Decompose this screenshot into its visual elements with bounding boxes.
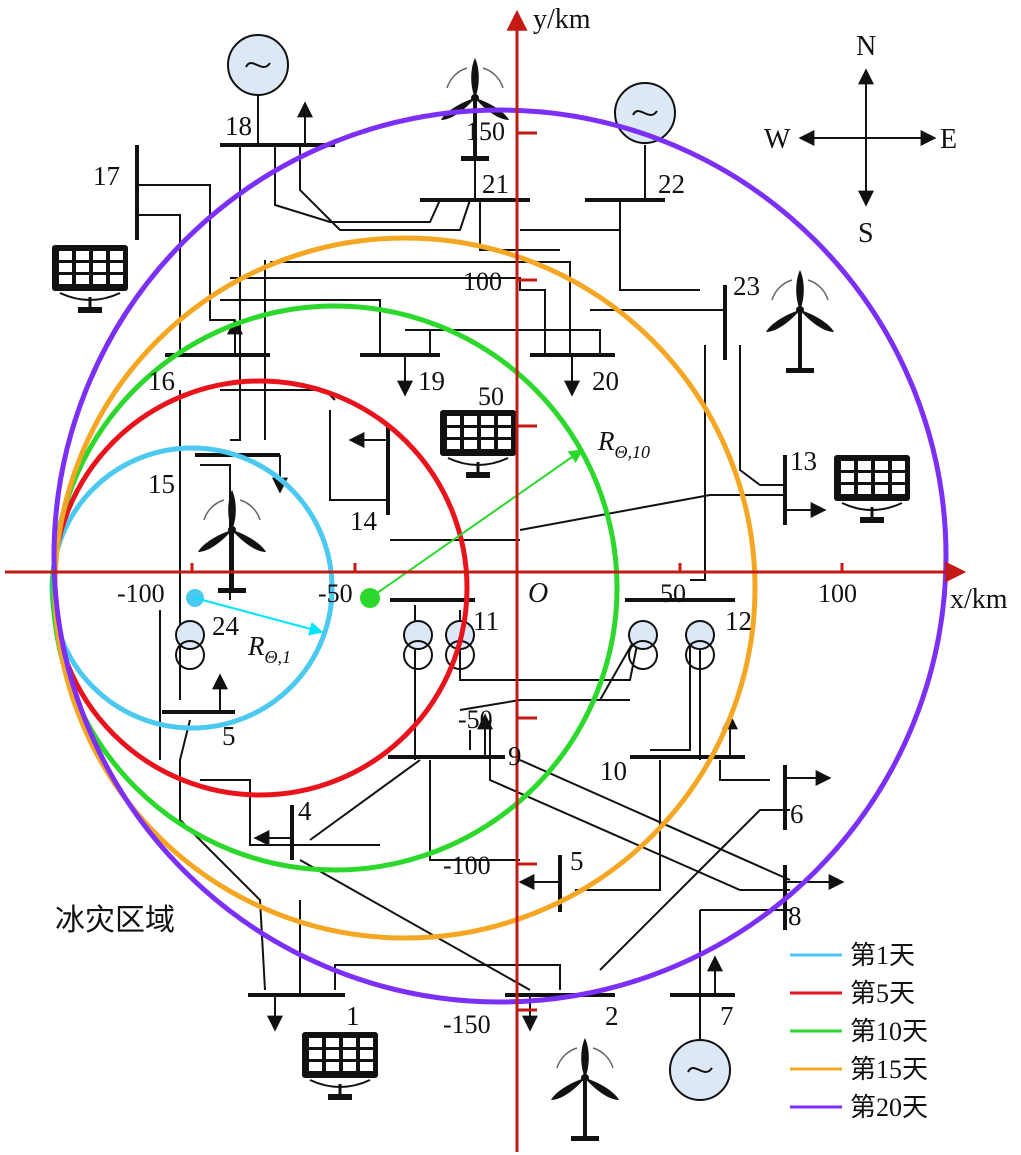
compass-west: W [764,124,791,155]
y-tick-50: 50 [478,382,504,411]
legend-label: 第1天 [850,941,915,970]
radius-label-day-1: RΘ,1 [247,631,291,667]
bus-label-4: 4 [298,796,312,826]
bus-label-20: 20 [592,366,619,396]
bus-label-1: 1 [346,1001,360,1031]
origin-label: O [528,578,548,609]
compass-east: E [940,124,957,155]
x-tick-50: 50 [660,579,686,608]
circle-day-1 [49,445,335,731]
bus-label-2: 2 [605,1001,619,1031]
x-tick-neg100: -100 [117,579,165,608]
wind-turbines [196,56,836,1143]
solar-panel-icon [832,453,912,525]
bus-label-21: 21 [482,169,509,199]
legend-label: 第20天 [850,1093,928,1122]
axes: -100 -50 50 100 150 100 50 -50 -100 -150… [5,4,1008,1152]
circle-day-5 [50,378,470,798]
bus-label-18: 18 [225,111,252,141]
bus-label-11: 11 [473,606,499,636]
disaster-circles [49,107,949,1005]
compass-icon: N S W E [764,31,957,249]
load-arrows [212,101,845,1032]
radius-label-day-10: RΘ,10 [597,426,650,462]
wind-turbine-icon [764,268,836,375]
bus-label-23: 23 [733,271,760,301]
bus-label-15: 15 [148,469,175,499]
bus-label-5-bottom: 5 [570,846,584,876]
circle-day-20 [51,107,949,1005]
transformer-icon [403,620,433,670]
bus-label-7: 7 [720,1001,734,1031]
compass-south: S [858,218,874,249]
ice-region-label: 冰灾区域 [55,904,175,937]
legend-label: 第15天 [850,1055,928,1084]
wind-turbine-icon [196,488,268,595]
bus-labels: 17 18 21 22 23 16 19 20 15 14 13 24 11 1… [93,111,817,1031]
generator-icon [669,1039,731,1101]
bus-label-16: 16 [148,366,175,396]
bus-label-13: 13 [790,446,817,476]
y-tick-neg100: -100 [443,851,491,880]
solar-panel-icon [50,243,130,315]
x-tick-neg50: -50 [318,579,353,608]
generators [227,34,731,1101]
legend-label: 第5天 [850,979,915,1008]
y-tick-100: 100 [463,267,502,296]
y-axis-label: y/km [533,4,591,35]
legend-label: 第10天 [850,1017,928,1046]
bus-label-6: 6 [790,799,804,829]
x-axis-label: x/km [950,584,1008,615]
bus-label-19: 19 [418,366,445,396]
wind-turbine-icon [549,1036,621,1143]
generator-icon [227,34,289,96]
network-lines [137,145,791,995]
bus-label-9: 9 [508,741,522,771]
y-tick-150: 150 [466,117,505,146]
compass-north: N [856,31,876,62]
y-tick-neg150: -150 [443,1010,491,1039]
y-tick-neg50: -50 [458,705,493,734]
bus-label-5-left: 5 [222,721,236,751]
solar-panel-icon [438,408,518,480]
bus-label-22: 22 [658,169,685,199]
solar-panel-icon [300,1030,380,1102]
x-tick-100: 100 [818,579,857,608]
bus-label-12: 12 [725,606,752,636]
bus-label-14: 14 [350,506,378,536]
bus-label-24: 24 [212,611,240,641]
bus-label-17: 17 [93,161,120,191]
bus-label-8: 8 [788,901,802,931]
bus-label-10: 10 [600,756,627,786]
